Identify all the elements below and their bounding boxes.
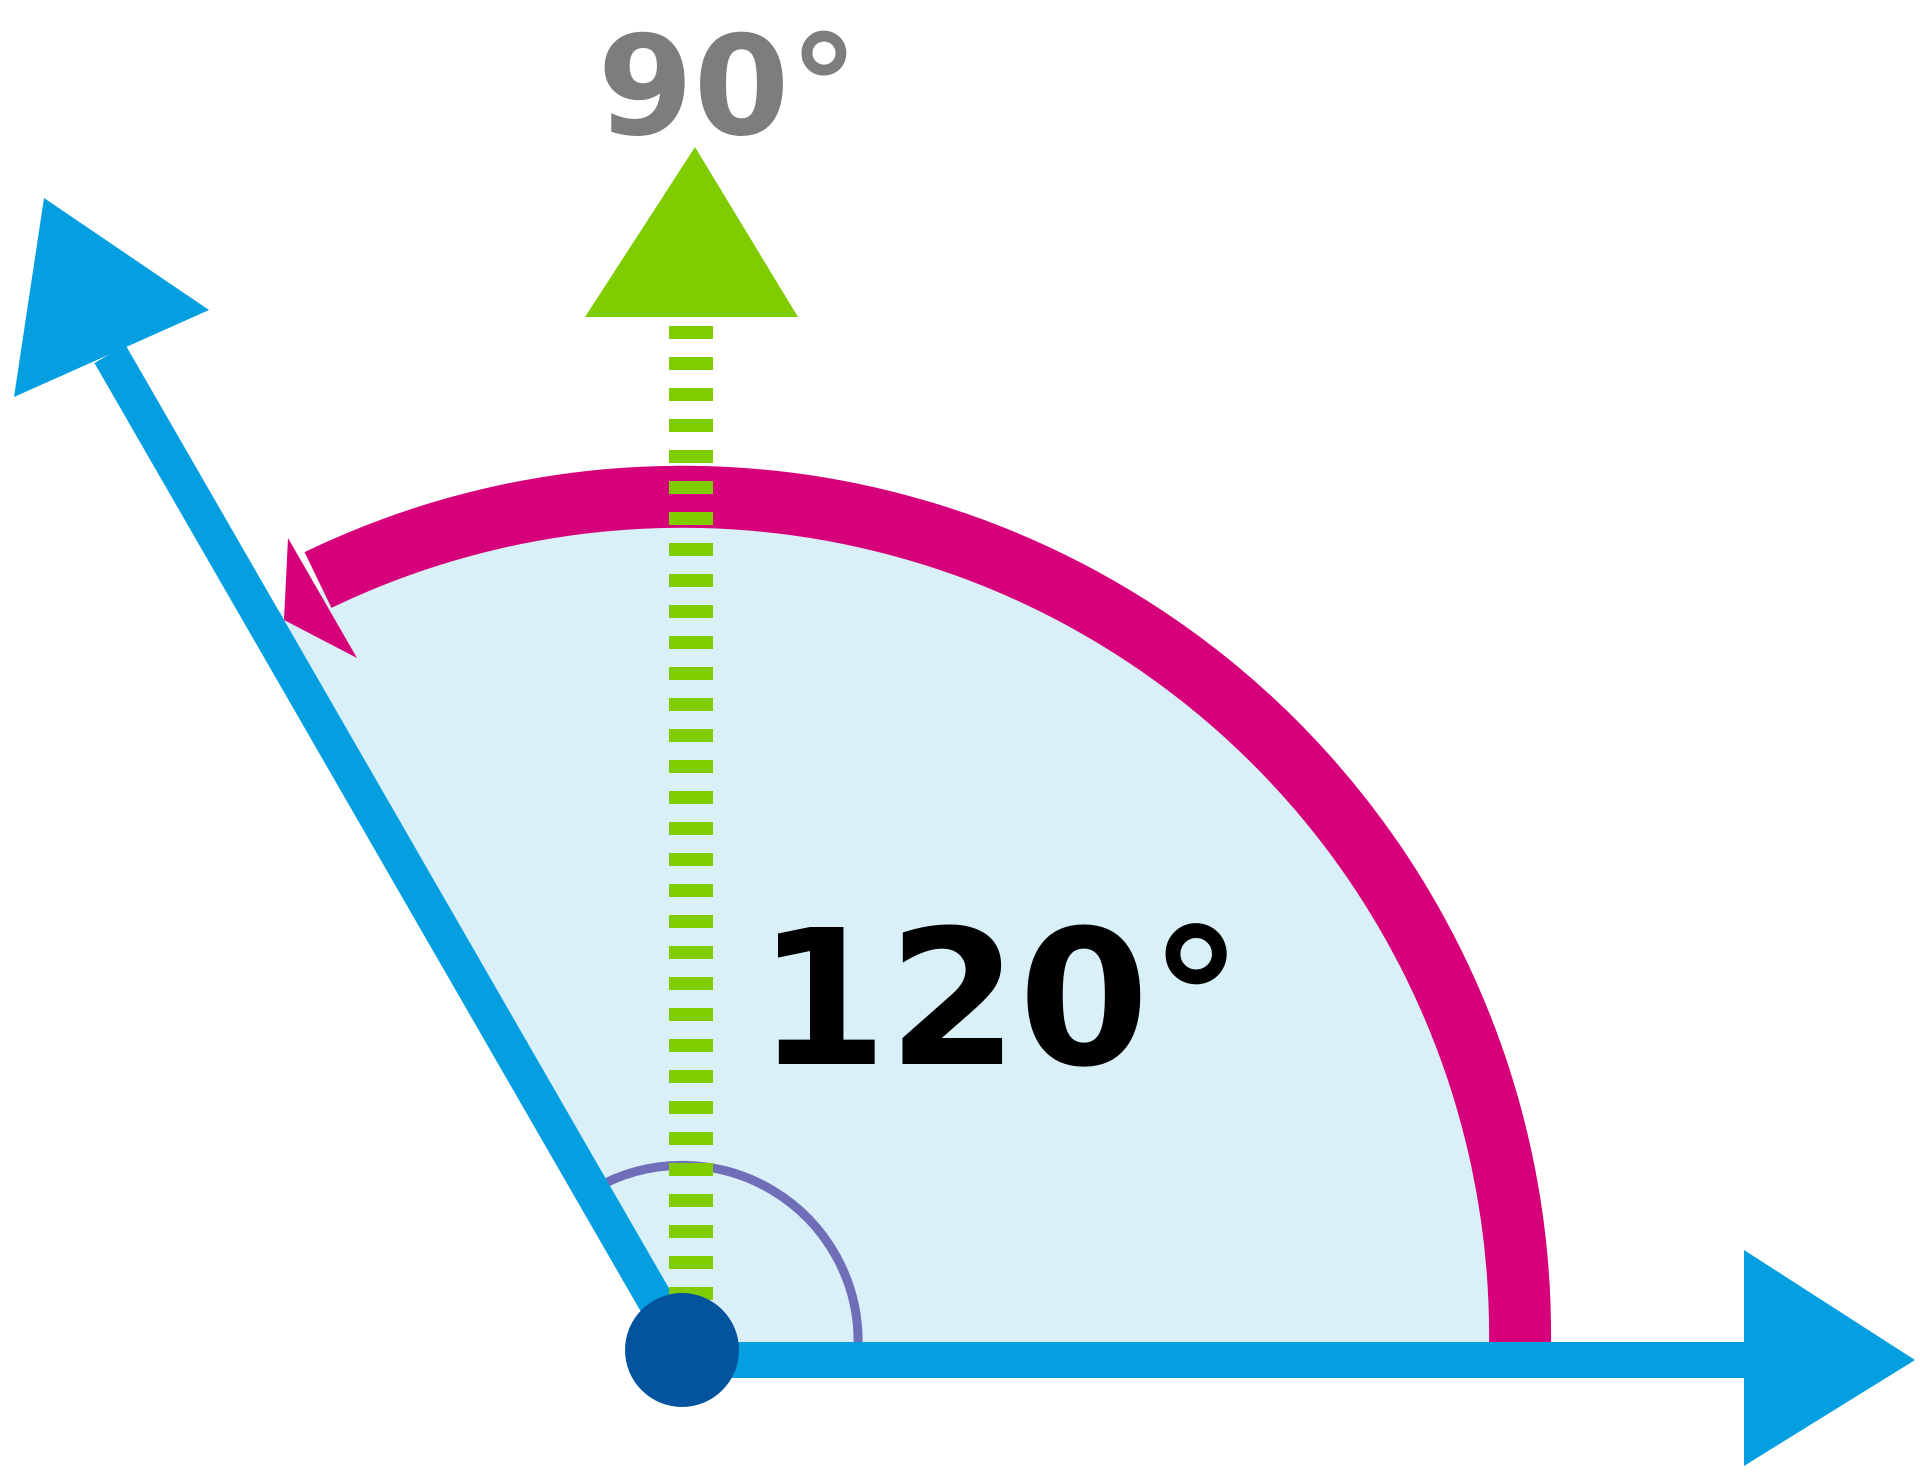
rotation-arc [304,465,1552,1348]
reference-arrowhead-icon [585,147,798,317]
right-ray-arrowhead-icon [1744,1250,1915,1466]
rotation-arrowhead-icon [284,538,357,658]
measured-angle-label: 120° [757,890,1243,1109]
small-angle-arc [591,1160,863,1348]
reference-angle-label: 90° [597,6,858,167]
left-ray [94,345,698,1356]
vertex-point [625,1293,739,1407]
left-ray-arrowhead-icon [14,198,209,397]
